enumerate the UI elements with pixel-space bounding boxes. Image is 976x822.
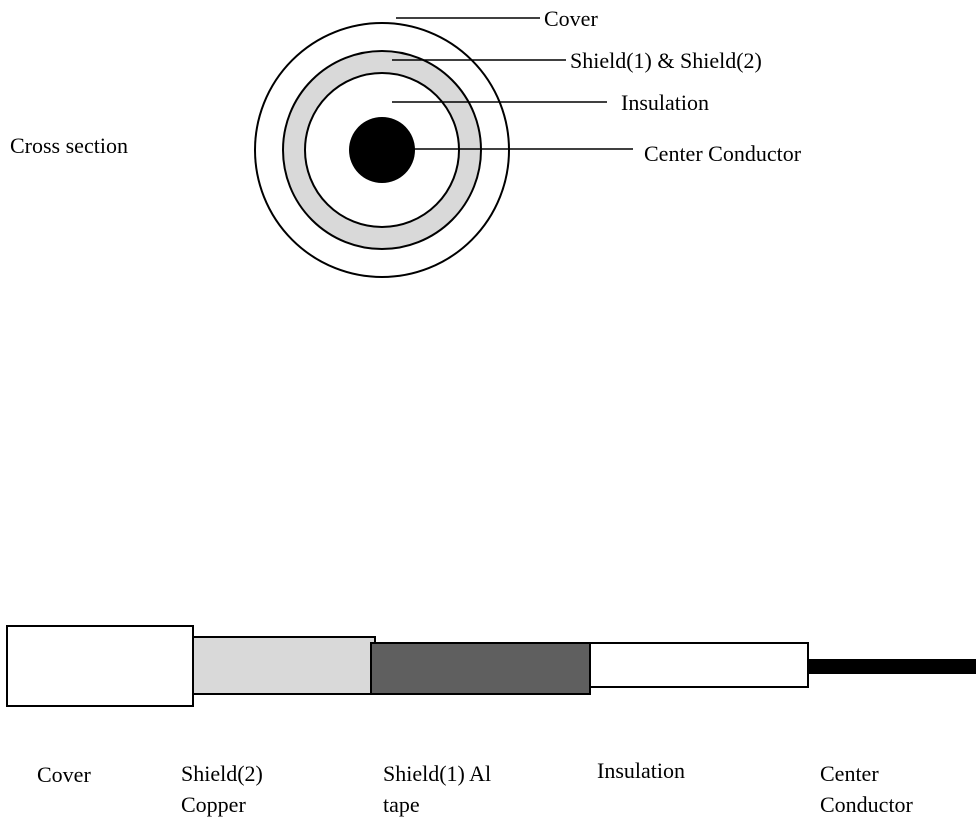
cable-shield1-al-tape-segment bbox=[370, 642, 591, 695]
shield-label: Shield(1) & Shield(2) bbox=[570, 48, 762, 73]
cable-center-conductor-segment bbox=[808, 659, 976, 674]
side-shield1-label-line2: tape bbox=[383, 792, 420, 817]
cross-section-group: Cross section Cover Shield(1) & Shield(2… bbox=[10, 6, 802, 278]
side-insulation-label: Insulation bbox=[597, 758, 685, 783]
side-shield2-label-line2: Copper bbox=[181, 792, 246, 817]
side-view-group: Cover Shield(2) Copper Shield(1) Al tape… bbox=[6, 625, 976, 817]
side-center-label-line2: Conductor bbox=[820, 792, 914, 817]
cable-cover-segment bbox=[6, 625, 194, 707]
cross-section-title: Cross section bbox=[10, 133, 128, 158]
side-center-label-line1: Center bbox=[820, 761, 879, 786]
insulation-label: Insulation bbox=[621, 90, 709, 115]
side-shield2-label-line1: Shield(2) bbox=[181, 761, 263, 786]
center-conductor-label: Center Conductor bbox=[644, 141, 802, 166]
side-shield1-label-line1: Shield(1) Al bbox=[383, 761, 491, 786]
cable-shield2-copper-segment bbox=[192, 636, 376, 695]
side-cover-label: Cover bbox=[37, 762, 91, 787]
cover-label: Cover bbox=[544, 6, 598, 31]
center-conductor-core bbox=[349, 117, 415, 183]
cable-insulation-segment bbox=[589, 642, 809, 688]
